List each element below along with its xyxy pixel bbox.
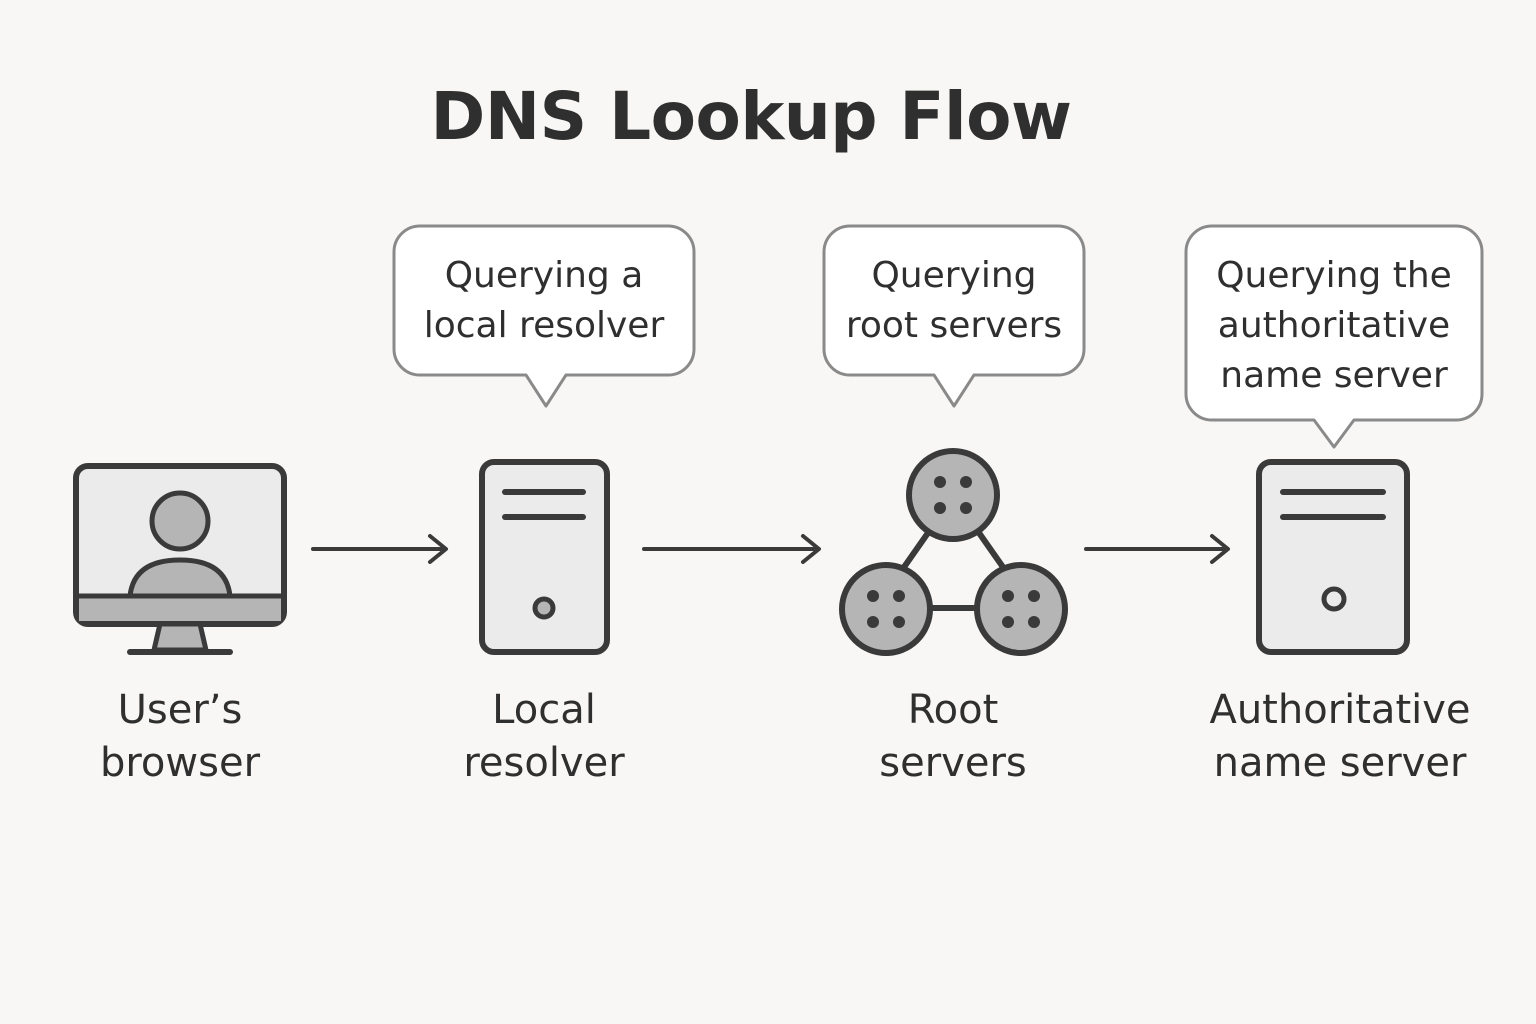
node-label-line: name server (1213, 740, 1467, 786)
node-label-line: resolver (463, 740, 625, 786)
node-label-line: Root (907, 687, 999, 733)
node-label-line: browser (99, 740, 261, 786)
node-label-line: User’s (117, 687, 243, 733)
authoritative-server-icon (1256, 459, 1410, 655)
node-label-line: servers (879, 740, 1027, 786)
node-label-local-resolver: Local resolver (404, 684, 684, 790)
bubble-local-resolver-text: Querying a local resolver (394, 251, 694, 351)
local-resolver-server-icon (479, 459, 610, 655)
node-label-browser: User’s browser (40, 684, 320, 790)
node-label-line: Authoritative (1209, 687, 1471, 733)
arrow-icon (1084, 534, 1230, 564)
bubble-root-servers-text: Querying root servers (824, 251, 1084, 351)
monitor-user-icon (73, 463, 287, 655)
bubble-line: Querying (871, 255, 1037, 296)
bubble-local-resolver (392, 224, 696, 408)
diagram-title: DNS Lookup Flow (430, 78, 1072, 155)
node-label-authoritative: Authoritative name server (1180, 684, 1500, 790)
bubble-line: authoritative (1217, 305, 1451, 346)
bubble-line: name server (1220, 355, 1448, 396)
bubble-line: local resolver (423, 305, 665, 346)
node-label-root-servers: Root servers (813, 684, 1093, 790)
bubble-line: Querying a (444, 255, 644, 296)
arrow-icon (642, 534, 821, 564)
node-label-line: Local (492, 687, 596, 733)
arrow-icon (311, 534, 448, 564)
bubble-root-servers (822, 224, 1086, 408)
network-cluster-icon (839, 448, 1068, 656)
bubble-authoritative-text: Querying the authoritative name server (1186, 251, 1482, 401)
bubble-line: Querying the (1216, 255, 1452, 296)
bubble-authoritative (1184, 224, 1484, 449)
bubble-line: root servers (845, 305, 1063, 346)
